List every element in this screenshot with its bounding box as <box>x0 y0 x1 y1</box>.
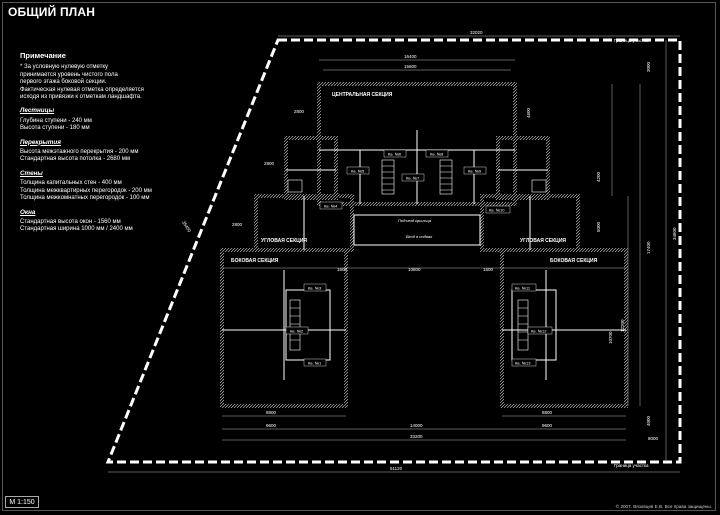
notes-windows-title: Окна <box>20 208 36 216</box>
dim-label: 4600 <box>526 107 531 118</box>
dim-label: 16400 <box>404 54 417 59</box>
copyright: © 2007. Вязовцев Е.В. Все права защищены… <box>615 504 712 509</box>
note-line: Высота межэтажного перекрытия - 200 мм <box>20 149 139 156</box>
scale-box: М 1:150 <box>5 496 39 508</box>
dim-label: 2800 <box>232 222 243 227</box>
partitions <box>222 130 626 380</box>
entry-label: Вход в подвал <box>406 234 433 239</box>
note-line: Фактическая нулевая отметка определяется <box>20 86 144 93</box>
section-labels: ЦЕНТРАЛЬНАЯ СЕКЦИЯ УГЛОВАЯ СЕКЦИЯ УГЛОВА… <box>231 92 598 264</box>
note-line: Толщина межквартирных перегородок - 200 … <box>20 187 152 194</box>
dim-label: 2800 <box>264 161 275 166</box>
dim-label: 4000 <box>646 415 651 426</box>
dim-label: 8000 <box>648 436 659 441</box>
dim-label: 3000 <box>646 61 651 72</box>
apartment-label: Кв. №9 <box>468 169 482 174</box>
apartment-label: Кв. №10 <box>489 208 505 213</box>
dim-label: 2800 <box>294 109 305 114</box>
notes-stairs-title: Лестницы <box>20 107 55 115</box>
left-annex-walls <box>284 136 338 200</box>
central-section-label: ЦЕНТРАЛЬНАЯ СЕКЦИЯ <box>332 92 393 98</box>
dim-label: 4200 <box>596 171 601 182</box>
dimension-lines <box>108 35 680 473</box>
side-right-walls <box>500 248 628 408</box>
boundary-label: Граница участка <box>614 38 649 43</box>
dim-label: 8800 <box>266 410 277 415</box>
side-right-label: БОКОВАЯ СЕКЦИЯ <box>550 258 598 264</box>
porch-label: Подъезд крыльца <box>398 218 432 223</box>
apartment-label: Кв. №7 <box>406 176 420 181</box>
note-line: первого этажа боковой секции. <box>20 79 107 86</box>
dim-label: 14000 <box>410 423 423 428</box>
note-line: * За условную нулевую отметку <box>20 64 109 71</box>
dim-label: 32020 <box>470 30 483 35</box>
note-line: Стандартная высота окон - 1560 мм <box>20 218 121 225</box>
dim-label: 9600 <box>266 423 277 428</box>
apartment-label: Кв. №3 <box>308 286 322 291</box>
dim-label: 33200 <box>410 434 423 439</box>
apartment-label: Кв. №8 <box>430 152 444 157</box>
dim-label: 9600 <box>542 423 553 428</box>
apartment-label: Кв. №12 <box>531 329 547 334</box>
dim-label: 5000 <box>596 221 601 232</box>
page-title: ОБЩИЙ ПЛАН <box>8 5 96 19</box>
dim-label: 17400 <box>646 241 651 254</box>
note-line: принимается уровень чистого пола <box>20 71 118 78</box>
note-line: Толщина капитальных стен - 400 мм <box>20 180 122 187</box>
dim-label: 12200 <box>620 319 625 332</box>
side-left-walls <box>220 248 348 408</box>
dim-label: 15600 <box>404 64 417 69</box>
notes-walls-title: Стены <box>20 169 43 177</box>
dim-label: 8800 <box>542 410 553 415</box>
apartment-label: Кв. №6 <box>388 152 402 157</box>
apartment-label: Кв. №13 <box>515 361 531 366</box>
note-line: исходя из привязки к отметкам ландшафта. <box>20 94 142 101</box>
note-line: Стандартная ширина 1000 мм / 2400 мм <box>20 226 133 233</box>
note-line: Глубина ступени - 240 мм <box>20 117 92 124</box>
notes-floors-title: Перекрытия <box>20 138 61 146</box>
dim-label: 1600 <box>337 267 348 272</box>
dim-label: 10800 <box>408 267 421 272</box>
apartment-label: Кв. №1 <box>308 361 322 366</box>
corner-left-label: УГЛОВАЯ СЕКЦИЯ <box>261 238 307 244</box>
note-line: Стандартная высота потолка - 2680 мм <box>20 156 131 163</box>
notes-heading: Примечание <box>20 51 66 60</box>
entrance-labels: Подъезд крыльца Вход в подвал <box>398 218 433 239</box>
dim-label: 35450 <box>181 220 192 234</box>
corner-right-label: УГЛОВАЯ СЕКЦИЯ <box>520 238 566 244</box>
apartment-label: Кв. №2 <box>290 329 304 334</box>
dim-label: 34600 <box>672 227 677 240</box>
notes-panel: Примечание * За условную нулевую отметку… <box>20 52 190 234</box>
apartment-label: Кв. №11 <box>515 286 531 291</box>
note-line: Толщина межкомнатных перегородок - 100 м… <box>20 195 150 202</box>
apartment-label: Кв. №5 <box>351 169 365 174</box>
right-annex-walls <box>496 136 550 200</box>
dim-label: 10700 <box>608 331 613 344</box>
boundary-label: Граница участка <box>614 463 649 468</box>
dimension-texts: 32020 16400 15600 2800 2800 2800 1600 10… <box>181 30 677 471</box>
side-left-label: БОКОВАЯ СЕКЦИЯ <box>231 258 279 264</box>
stairs <box>287 159 547 351</box>
apartment-labels: Кв. №6 Кв. №8 Кв. №5 Кв. №7 Кв. №9 Кв. №… <box>285 149 553 367</box>
note-line: Высота ступени - 180 мм <box>20 125 90 132</box>
dim-label: 1600 <box>483 267 494 272</box>
apartment-label: Кв. №4 <box>324 204 338 209</box>
dim-label: 51120 <box>390 466 403 471</box>
site-boundary: Граница участка Граница участка <box>105 38 682 468</box>
